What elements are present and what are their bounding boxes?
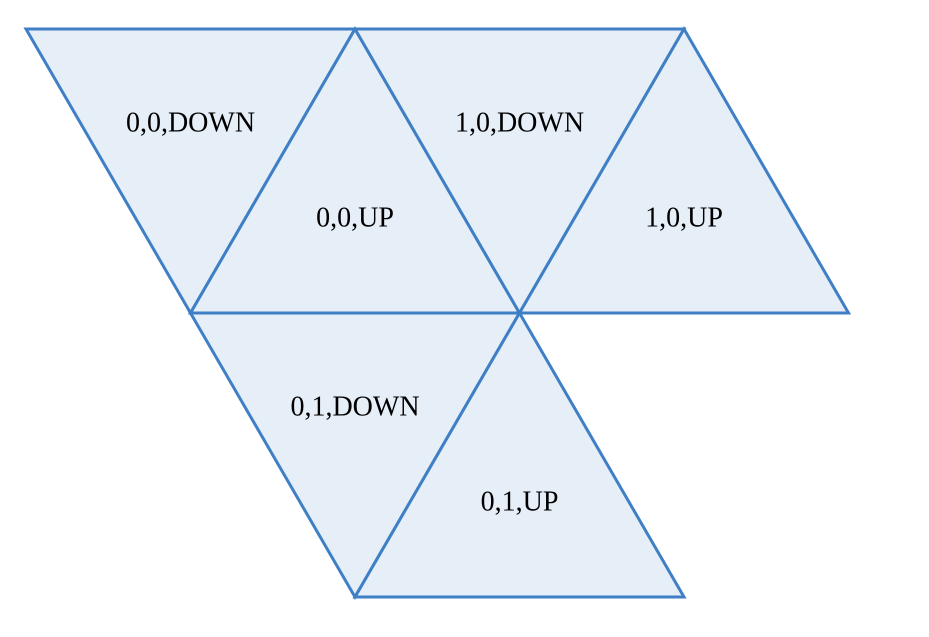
- label-0-0-down: 0,0,DOWN: [126, 108, 255, 139]
- triangle-labels: 0,0,DOWN 0,0,UP 1,0,DOWN 1,0,UP 0,1,DOWN…: [126, 108, 723, 518]
- label-1-0-down: 1,0,DOWN: [455, 108, 584, 139]
- label-0-1-down: 0,1,DOWN: [290, 392, 419, 423]
- triangle-cells: [23, 26, 852, 600]
- label-1-0-up: 1,0,UP: [645, 202, 723, 233]
- label-0-1-up: 0,1,UP: [481, 486, 559, 517]
- triangle-cell-0-1-up: [352, 310, 687, 599]
- triangle-cell-1-0-up: [516, 26, 852, 315]
- label-0-0-up: 0,0,UP: [316, 202, 394, 233]
